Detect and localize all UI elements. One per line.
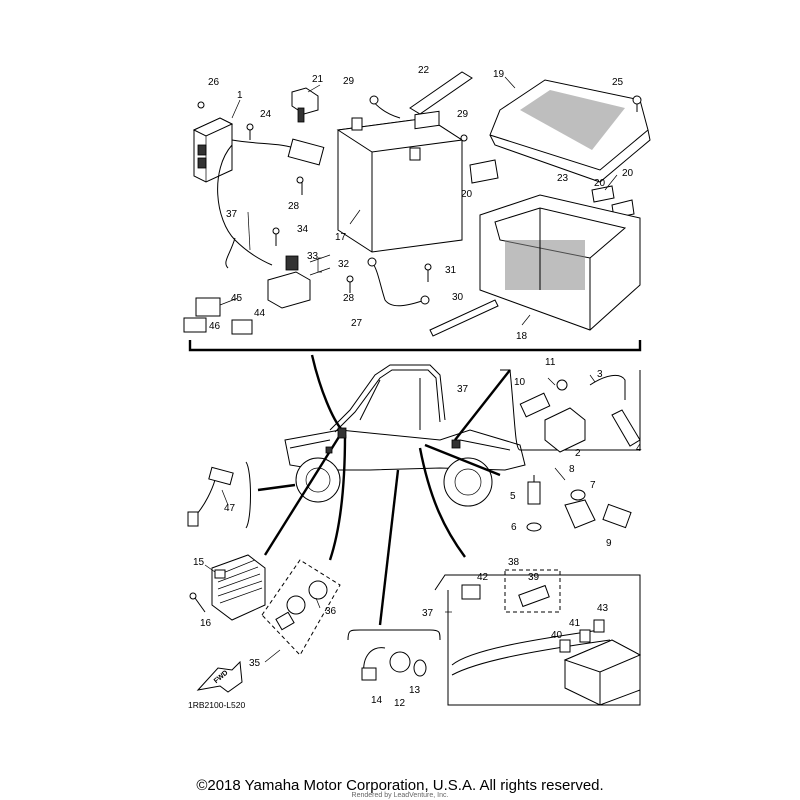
callout-34: 34 [297,224,309,235]
callout-22: 22 [418,65,430,76]
section-divider [188,340,642,352]
callout-24: 24 [260,109,272,120]
callout-19: 19 [493,69,505,80]
callout-2: 2 [575,448,581,459]
callout-10: 10 [514,377,526,388]
callout-14: 14 [371,695,383,706]
callout-33: 33 [307,251,319,262]
part-19-cover [489,79,651,183]
callout-21: 21 [312,74,324,85]
watermark-text: Rendered by LeadVenture, Inc. [351,792,449,799]
callout-28b: 28 [343,293,355,304]
part-17-battery [336,95,464,253]
callout-1: 1 [237,90,243,101]
callout-37b: 37 [457,384,469,395]
callout-32: 32 [338,259,350,270]
part-27-cable [371,261,426,307]
callout-43: 43 [597,603,609,614]
callout-17: 17 [335,232,347,243]
fwd-arrow [196,660,243,693]
callout-23: 23 [557,173,569,184]
callout-18: 18 [516,331,528,342]
part-33-relay [267,255,322,309]
callout-41: 41 [569,618,581,629]
callout-20b: 20 [622,168,634,179]
callout-37c: 37 [422,608,434,619]
callout-31: 31 [445,265,457,276]
callout-38: 38 [508,557,520,568]
callout-42: 42 [477,572,489,583]
part-30-band [429,299,499,337]
callout-37a: 37 [226,209,238,220]
callout-26: 26 [208,77,220,88]
detail-brackets [245,369,641,706]
callout-28a: 28 [288,201,300,212]
callout-45: 45 [231,293,243,304]
callout-5: 5 [510,491,516,502]
callout-3: 3 [597,369,603,380]
callout-7: 7 [590,480,596,491]
part-22-strap [409,71,473,115]
callout-4: 4 [636,443,642,454]
top-section-linework [183,71,651,352]
callout-15: 15 [193,557,205,568]
bolts-24-26 [197,101,254,140]
callout-16: 16 [200,618,212,629]
callout-29b: 29 [457,109,469,120]
callout-29a: 29 [343,76,355,87]
callout-47: 47 [224,503,236,514]
callout-44: 44 [254,308,266,319]
callout-11: 11 [545,357,556,368]
callout-46: 46 [209,321,221,332]
callout-20a: 20 [461,189,473,200]
callout-12: 12 [394,698,406,709]
reference-code: 1RB2100-L520 [188,700,245,710]
part-21-sensor [291,87,319,123]
part-18-box [479,194,641,331]
detail-parts [187,374,642,706]
callout-30: 30 [452,292,464,303]
part-1-ecu [192,117,234,183]
vehicle-overview [257,354,526,626]
leader-lines [204,76,618,663]
callout-8: 8 [569,464,575,475]
callout-25: 25 [612,77,624,88]
copyright-notice: ©2018 Yamaha Motor Corporation, U.S.A. A… [196,777,604,794]
callout-27: 27 [351,318,363,329]
callout-9: 9 [606,538,612,549]
callout-40: 40 [551,630,563,641]
callout-39: 39 [528,572,540,583]
part-15-regulator [211,554,266,621]
callout-20c: 20 [594,178,606,189]
callout-35: 35 [249,658,261,669]
callout-36: 36 [325,606,337,617]
callout-13: 13 [409,685,421,696]
callout-6: 6 [511,522,517,533]
